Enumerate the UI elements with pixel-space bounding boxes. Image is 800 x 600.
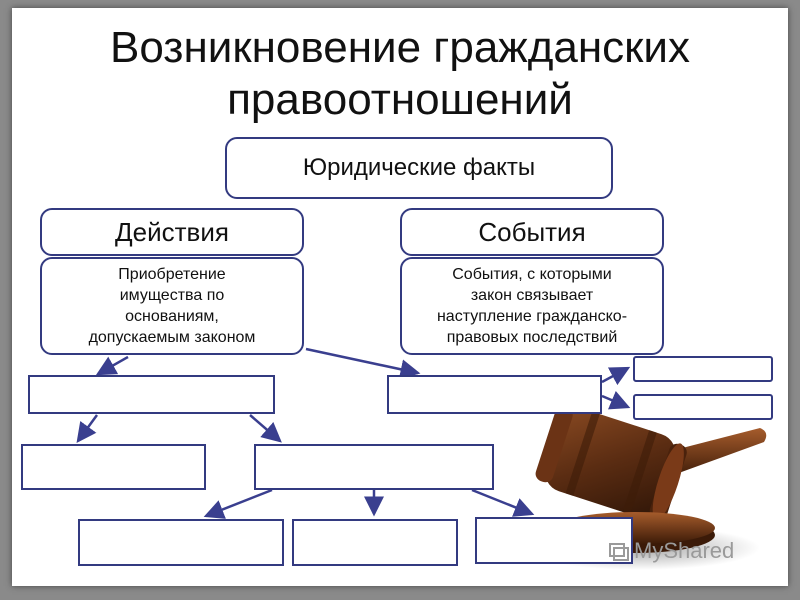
arrow-left-to-l2a (76, 414, 99, 444)
events-description-line: наступление гражданско- (436, 308, 628, 325)
arrow-actions-to-right (305, 347, 421, 380)
empty-box-right-level2-b (633, 394, 773, 420)
actions-description-line: основаниям, (125, 308, 219, 325)
arrow-left-to-l2b (249, 414, 282, 443)
empty-box-left-level2-a (21, 444, 206, 490)
empty-box-left-level2-b (254, 444, 494, 490)
legal-facts-box: Юридические факты (225, 137, 613, 199)
arrow-actions-to-left (95, 355, 129, 376)
legal-facts-label: Юридические факты (302, 154, 536, 181)
actions-header-box: Действия (40, 208, 304, 256)
events-description-line: закон связывает (470, 287, 594, 304)
events-header-box: События (400, 208, 664, 256)
events-header-label: События (478, 216, 586, 247)
mysh-icon (609, 543, 629, 561)
empty-box-right-level2-a (633, 356, 773, 382)
watermark-text: MyShared (634, 538, 735, 563)
title-line-2: правоотношений (227, 75, 573, 124)
empty-box-left-level3-c (475, 517, 633, 564)
arrow-right-to-r2a (601, 366, 631, 386)
actions-description-box: Приобретение имущества по основаниям, до… (40, 257, 304, 355)
page-title: Возникновение гражданских правоотношений (0, 22, 800, 126)
actions-description-line: Приобретение (118, 266, 226, 283)
actions-header-label: Действия (115, 216, 229, 247)
actions-description-line: имущества по (119, 287, 225, 304)
empty-box-left-level3-b (292, 519, 458, 566)
events-description-line: правовых последствий (446, 329, 618, 346)
arrow-right-to-r2b (601, 390, 631, 410)
empty-box-left-level3-a (78, 519, 284, 566)
empty-box-right-level1 (387, 375, 602, 414)
events-description-box: События, с которыми закон связывает наст… (400, 257, 664, 355)
arrow-l2b-to-l3c (471, 488, 535, 517)
empty-box-left-level1 (28, 375, 275, 414)
watermark: MyShared (608, 538, 734, 564)
arrow-l2b-to-l3a (203, 488, 273, 519)
actions-description-line: допускаемым законом (88, 329, 256, 346)
events-description-line: События, с которыми (452, 266, 612, 283)
title-line-1: Возникновение гражданских (109, 23, 690, 72)
